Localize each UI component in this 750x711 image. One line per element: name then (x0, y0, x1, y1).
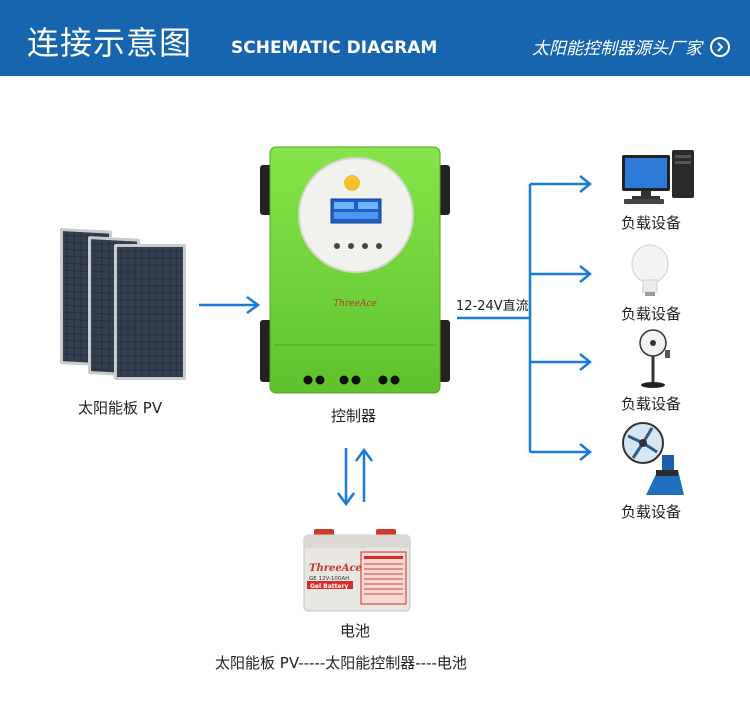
light-bulb-icon (631, 244, 669, 296)
battery-type: Gel Battery (310, 583, 349, 590)
dc-voltage-label: 12-24V直流 (456, 299, 529, 314)
load-label-computer: 负载设备 (621, 214, 682, 232)
load-label-industrial-fan: 负载设备 (621, 503, 682, 521)
battery-label: 电池 (340, 622, 371, 640)
page-subtitle: SCHEMATIC DIAGRAM (231, 38, 438, 58)
controller-icon (260, 146, 450, 394)
controller-label: 控制器 (331, 407, 377, 425)
computer-icon (622, 150, 694, 204)
load-label-fan: 负载设备 (621, 395, 682, 413)
arrow-solar-to-controller (199, 295, 261, 315)
load-distribution-lines (457, 175, 593, 461)
manufacturer-link-label: 太阳能控制器源头厂家 (532, 39, 702, 59)
page-title: 连接示意图 (27, 24, 193, 62)
solar-panel-label: 太阳能板 PV (78, 399, 163, 417)
standing-fan-icon (639, 329, 670, 388)
connection-summary: 太阳能板 PV-----太阳能控制器----电池 (215, 654, 467, 672)
manufacturer-link[interactable]: 太阳能控制器源头厂家 (532, 34, 730, 59)
battery-icon (303, 529, 411, 612)
load-label-bulb: 负载设备 (621, 305, 682, 323)
controller-brand: ThreeAce (333, 299, 377, 309)
chevron-right-icon (710, 36, 730, 57)
header-bar: 连接示意图 SCHEMATIC DIAGRAM 太阳能控制器源头厂家 (0, 0, 750, 76)
industrial-fan-icon (622, 422, 684, 495)
solar-panel-icon (60, 228, 186, 380)
arrow-controller-battery (336, 447, 374, 507)
battery-brand: ThreeAce (309, 563, 362, 574)
battery-model: GE 12V-100AH (309, 576, 349, 582)
